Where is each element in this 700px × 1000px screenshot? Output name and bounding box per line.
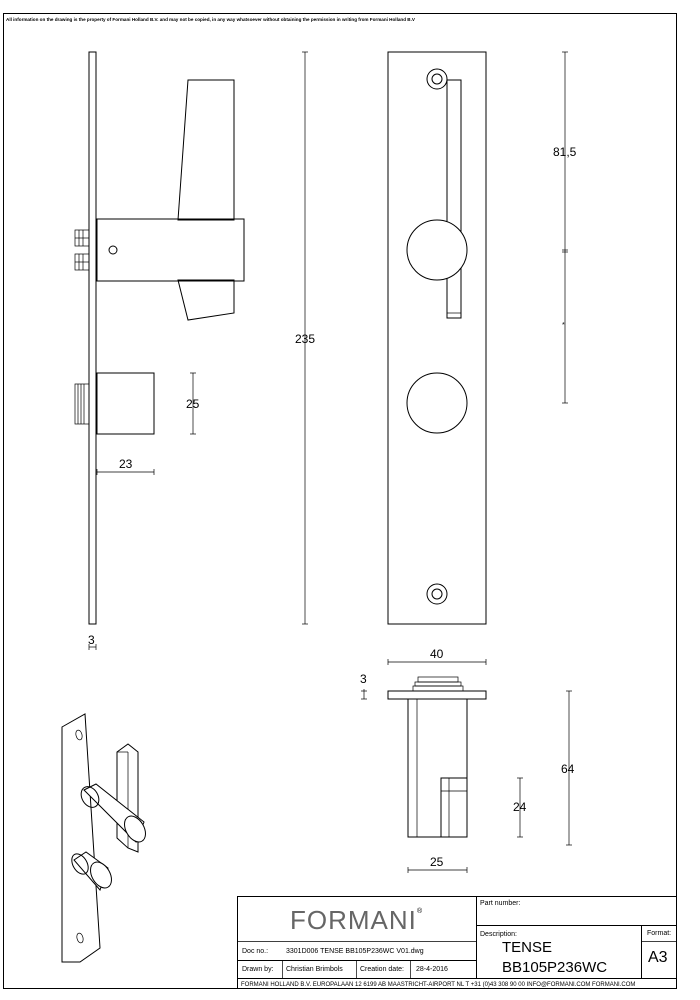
brand-registered-mark: ®	[417, 907, 423, 915]
drawn-by-label: Drawn by:	[242, 966, 274, 973]
dim-spindle-line	[562, 51, 568, 404]
creation-date-label: Creation date:	[360, 966, 404, 973]
description-line1: TENSE	[502, 939, 552, 956]
dim-spindle-distance: 81,5	[553, 145, 577, 159]
dim-knob-depth: 23	[119, 457, 133, 471]
doc-no-value: 3301D006 TENSE BB105P236WC V01.dwg	[286, 948, 424, 955]
footer-address: FORMANI HOLLAND B.V. EUROPALAAN 12 6199 …	[241, 982, 635, 988]
copyright-notice: All information on the drawing is the pr…	[6, 17, 416, 22]
dim-knob-height: 25	[186, 397, 200, 411]
side-view: 25 23 3	[74, 51, 245, 650]
brand-logo: FORMANI	[290, 905, 417, 935]
dim-bottom-height: 64	[561, 762, 575, 776]
format-label: Format:	[647, 930, 671, 937]
dim-235-line	[302, 51, 308, 625]
creation-date-value: 28-4-2016	[416, 966, 448, 973]
dim-top-width: 40	[430, 647, 444, 661]
dim-bottom-width: 25	[430, 855, 444, 869]
dim-plate-length: 235	[295, 332, 315, 346]
dim-top-thickness: 3	[360, 672, 367, 686]
sheet-border	[3, 13, 677, 989]
title-block	[237, 896, 677, 989]
front-view	[387, 51, 487, 625]
part-number-label: Part number:	[480, 900, 521, 907]
format-value: A3	[648, 949, 668, 966]
doc-no-label: Doc no.:	[242, 948, 268, 955]
drawn-by-value: Christian Brimbols	[286, 966, 343, 973]
dim-center-mark: *	[562, 322, 565, 329]
description-label: Description:	[480, 931, 517, 938]
isometric-view	[61, 713, 146, 963]
description-line2: BB105P236WC	[502, 959, 607, 976]
dim-plate-thickness: 3	[88, 633, 95, 647]
dim-bottom-slot: 24	[513, 800, 527, 814]
section-view	[361, 659, 572, 873]
